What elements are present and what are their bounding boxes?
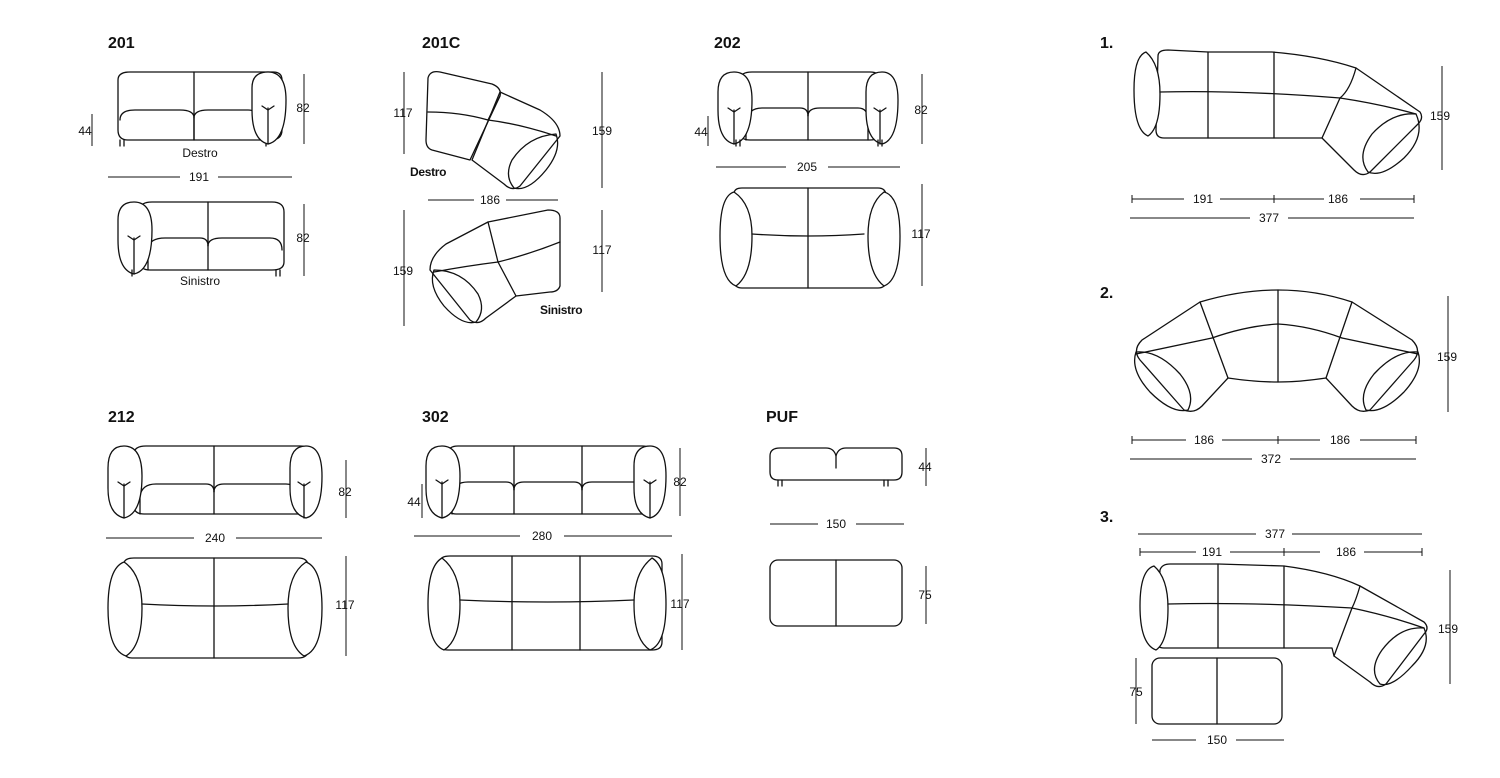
- composition-1: 1. 159 191 186 377: [1100, 35, 1450, 225]
- composition-2-drawing: [1133, 289, 1421, 412]
- composition-1-drawing: [1133, 49, 1423, 176]
- model-302-top-drawing: [427, 555, 667, 651]
- composition-1-label: 1.: [1100, 35, 1113, 52]
- model-201-title: 201: [108, 35, 135, 52]
- model-201c-destro-top-drawing: [425, 70, 561, 190]
- model-302-depth: 117: [670, 597, 689, 611]
- composition-1-depth: 159: [1430, 109, 1450, 123]
- composition-3-puf-depth: 75: [1129, 685, 1143, 699]
- model-212-width: 240: [205, 531, 225, 545]
- model-201c-sinistro-right-depth: 117: [592, 243, 611, 257]
- model-201c-sinistro-caption: Sinistro: [540, 303, 582, 317]
- model-212-title: 212: [108, 409, 135, 426]
- model-201-destro-caption: Destro: [182, 146, 218, 160]
- composition-2-label: 2.: [1100, 285, 1113, 302]
- model-202-title: 202: [714, 35, 741, 52]
- model-201c-destro-left-depth: 117: [393, 106, 412, 120]
- composition-2-width-b: 186: [1330, 433, 1350, 447]
- model-puf-title: PUF: [766, 409, 798, 426]
- composition-3-drawing: [1139, 563, 1428, 725]
- model-302-width: 280: [532, 529, 552, 543]
- composition-3-puf-width: 150: [1207, 733, 1227, 747]
- model-puf: PUF 44 150 75: [766, 409, 932, 627]
- model-201-destro-front-drawing: [117, 71, 287, 147]
- composition-3: 3. 377 191 186 159 75 150: [1100, 509, 1458, 747]
- model-202-seat-height: 44: [694, 125, 708, 139]
- model-201-sinistro-front-drawing: [117, 201, 285, 277]
- model-202-depth: 117: [911, 227, 930, 241]
- composition-2-depth: 159: [1437, 350, 1457, 364]
- composition-3-depth: 159: [1438, 622, 1458, 636]
- model-212-top-drawing: [107, 557, 323, 659]
- model-puf-top-drawing: [769, 559, 903, 627]
- model-212: 212 82 240 117: [106, 409, 355, 659]
- model-202-front-drawing: [717, 71, 899, 147]
- composition-3-width-b: 186: [1336, 545, 1356, 559]
- model-212-front-drawing: [107, 445, 323, 519]
- composition-2-width-a: 186: [1194, 433, 1214, 447]
- model-201-sinistro-caption: Sinistro: [180, 274, 220, 288]
- composition-1-width-b: 186: [1328, 192, 1348, 206]
- model-201c-sinistro-top-drawing: [429, 209, 561, 324]
- model-puf-height: 44: [918, 460, 932, 474]
- model-puf-width: 150: [826, 517, 846, 531]
- composition-2: 2. 159 186 186 372: [1100, 285, 1457, 466]
- model-puf-front-drawing: [769, 447, 903, 487]
- model-201-destro-height: 82: [296, 101, 310, 115]
- composition-3-total: 377: [1265, 527, 1285, 541]
- model-201c-sinistro-left-depth: 159: [393, 264, 413, 278]
- model-302-seat-height: 44: [407, 495, 421, 509]
- model-201-seat-height: 44: [78, 124, 92, 138]
- model-puf-depth: 75: [918, 588, 932, 602]
- model-302-title: 302: [422, 409, 449, 426]
- composition-2-total: 372: [1261, 452, 1281, 466]
- model-201c-destro-right-depth: 159: [592, 124, 612, 138]
- model-201c-title: 201C: [422, 35, 461, 52]
- model-302-height: 82: [673, 475, 687, 489]
- model-302-front-drawing: [425, 445, 667, 519]
- model-302: 302 44 82 280: [407, 409, 690, 651]
- model-212-height: 82: [338, 485, 352, 499]
- model-202-top-drawing: [719, 187, 901, 289]
- model-202-height: 82: [914, 103, 928, 117]
- composition-1-width-a: 191: [1193, 192, 1213, 206]
- model-201c-destro-caption: Destro: [410, 165, 446, 179]
- model-201: 201 44 82 Destro 191: [78, 35, 310, 288]
- composition-1-total: 377: [1259, 211, 1279, 225]
- model-201-sinistro-height: 82: [296, 231, 310, 245]
- model-201c-width: 186: [480, 193, 500, 207]
- model-202-width: 205: [797, 160, 817, 174]
- model-212-depth: 117: [335, 598, 354, 612]
- composition-3-width-a: 191: [1202, 545, 1222, 559]
- model-201-width: 191: [189, 170, 209, 184]
- model-201c: 201C 117 159 Destro 186 159 117 Sinistro: [393, 35, 612, 326]
- model-202: 202 44 82 205: [694, 35, 931, 289]
- composition-3-label: 3.: [1100, 509, 1113, 526]
